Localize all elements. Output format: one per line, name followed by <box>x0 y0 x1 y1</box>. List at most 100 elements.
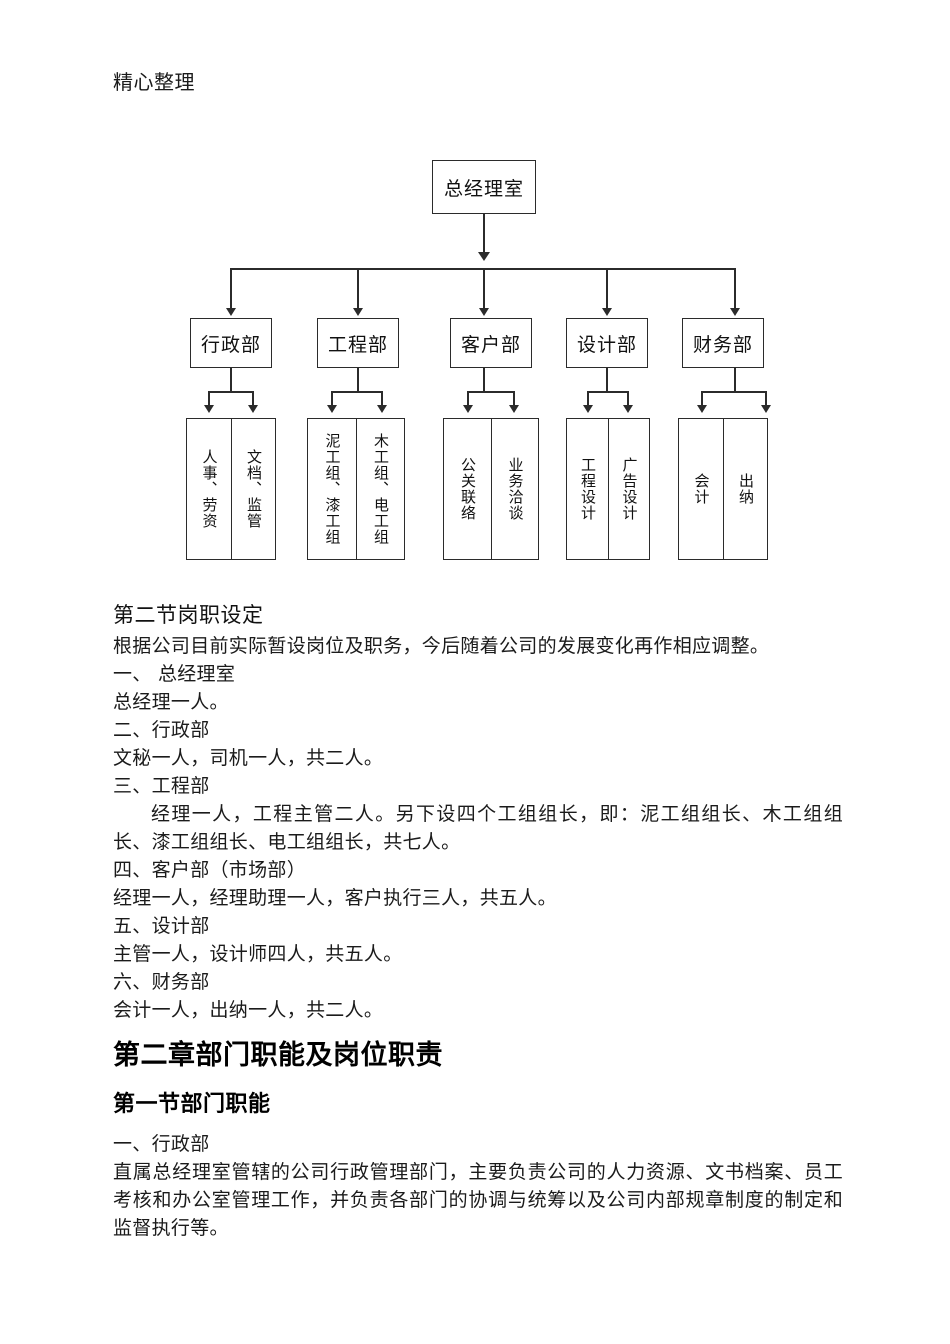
connector-sub-stem-1 <box>230 368 232 392</box>
connector-sub-stem-2 <box>357 368 359 392</box>
org-unit-cell: 广告设计 <box>608 419 649 559</box>
item-heading-3: 三、工程部 <box>113 775 210 797</box>
dept-function-body: 直属总经理室管辖的公司行政管理部门，主要负责公司的人力资源、文书档案、员工考核和… <box>113 1161 843 1239</box>
connector-sub-arrow-4a <box>583 405 593 413</box>
connector-root-arrow <box>478 252 490 261</box>
org-node-dept-1: 行政部 <box>190 318 272 368</box>
org-group-dept-1: 人事、劳资 文档、监管 <box>186 418 276 560</box>
connector-sub-left-2 <box>331 391 333 407</box>
org-node-dept-4-label: 设计部 <box>576 333 637 356</box>
connector-sub-right-2 <box>381 391 383 407</box>
org-unit-cell: 文档、监管 <box>231 419 275 559</box>
org-node-dept-2: 工程部 <box>317 318 399 368</box>
org-unit-cell: 人事、劳资 <box>187 419 231 559</box>
org-unit-cell: 公关联络 <box>444 419 491 559</box>
connector-sub-bus-4 <box>587 391 629 393</box>
subsection-title: 第一节部门职能 <box>113 1092 271 1117</box>
org-unit-label: 广告设计 <box>620 457 639 521</box>
item-heading-2: 二、行政部 <box>113 719 210 741</box>
org-unit-label: 公关联络 <box>459 457 477 521</box>
connector-sub-bus-2 <box>331 391 383 393</box>
item-body-3: 经理一人，工程主管二人。另下设四个工组组长，即：泥工组组长、木工组组长、漆工组组… <box>113 803 843 853</box>
item-heading-4: 四、客户部（市场部） <box>113 859 307 881</box>
org-unit-cell: 木工组、电工组 <box>356 419 404 559</box>
connector-drop-arrow-2 <box>353 308 363 316</box>
org-node-dept-3: 客户部 <box>450 318 532 368</box>
org-unit-label: 人事、劳资 <box>200 449 219 529</box>
connector-sub-right-3 <box>513 391 515 407</box>
org-group-dept-3: 公关联络 业务洽谈 <box>443 418 539 560</box>
org-group-dept-5: 会计 出纳 <box>678 418 768 560</box>
connector-drop-5 <box>734 268 736 310</box>
org-chart: 总经理室 行政部 工程部 客户部 设计部 财务部 <box>0 150 950 570</box>
connector-sub-bus-1 <box>208 391 254 393</box>
org-unit-label: 泥工组、漆工组 <box>323 433 342 545</box>
org-group-dept-2: 泥工组、漆工组 木工组、电工组 <box>307 418 405 560</box>
connector-drop-arrow-5 <box>730 308 740 316</box>
connector-sub-left-5 <box>701 391 703 407</box>
connector-sub-stem-4 <box>606 368 608 392</box>
org-unit-label: 工程设计 <box>579 457 597 521</box>
connector-drop-3 <box>483 268 485 310</box>
org-node-root: 总经理室 <box>432 160 536 214</box>
connector-sub-arrow-2b <box>377 405 387 413</box>
org-unit-label: 业务洽谈 <box>506 457 525 521</box>
connector-sub-right-1 <box>252 391 254 407</box>
connector-sub-arrow-4b <box>623 405 633 413</box>
connector-sub-stem-3 <box>483 368 485 392</box>
connector-sub-left-1 <box>208 391 210 407</box>
org-unit-label: 文档、监管 <box>245 449 263 529</box>
org-node-dept-5-label: 财务部 <box>692 333 753 356</box>
org-group-dept-4: 工程设计 广告设计 <box>566 418 650 560</box>
item-body-1: 总经理一人。 <box>113 691 229 713</box>
item-heading-6: 六、财务部 <box>113 971 210 993</box>
item-body-6: 会计一人，出纳一人，共二人。 <box>113 999 384 1021</box>
item-heading-1: 一、 总经理室 <box>113 663 236 685</box>
connector-sub-arrow-5a <box>697 405 707 413</box>
connector-sub-left-3 <box>467 391 469 407</box>
connector-drop-arrow-3 <box>479 308 489 316</box>
connector-sub-left-4 <box>587 391 589 407</box>
connector-drop-1 <box>230 268 232 310</box>
org-unit-cell: 泥工组、漆工组 <box>308 419 356 559</box>
connector-drop-2 <box>357 268 359 310</box>
connector-sub-arrow-2a <box>327 405 337 413</box>
org-unit-label: 木工组、电工组 <box>372 433 390 545</box>
connector-sub-arrow-3a <box>463 405 473 413</box>
connector-sub-arrow-3b <box>509 405 519 413</box>
connector-sub-bus-5 <box>701 391 767 393</box>
dept-function-heading: 一、行政部 <box>113 1133 210 1155</box>
org-unit-cell: 会计 <box>679 419 723 559</box>
org-unit-label: 出纳 <box>737 473 755 505</box>
item-heading-5: 五、设计部 <box>113 915 210 937</box>
item-body-5: 主管一人，设计师四人，共五人。 <box>113 943 403 965</box>
org-node-dept-1-label: 行政部 <box>200 333 261 356</box>
connector-sub-right-4 <box>627 391 629 407</box>
connector-root-stem <box>483 214 485 254</box>
page-header: 精心整理 <box>113 70 195 94</box>
org-unit-cell: 出纳 <box>723 419 767 559</box>
org-unit-cell: 业务洽谈 <box>491 419 538 559</box>
connector-sub-arrow-1a <box>204 405 214 413</box>
connector-sub-stem-5 <box>734 368 736 392</box>
org-unit-cell: 工程设计 <box>567 419 608 559</box>
item-body-4: 经理一人，经理助理一人，客户执行三人，共五人。 <box>113 887 557 909</box>
org-node-dept-4: 设计部 <box>566 318 648 368</box>
connector-sub-arrow-1b <box>248 405 258 413</box>
connector-sub-bus-3 <box>467 391 515 393</box>
connector-drop-arrow-4 <box>602 308 612 316</box>
connector-sub-arrow-5b <box>761 405 771 413</box>
connector-drop-arrow-1 <box>226 308 236 316</box>
org-node-dept-2-label: 工程部 <box>327 333 388 356</box>
document-body: 第二节岗职设定 根据公司目前实际暂设岗位及职务，今后随着公司的发展变化再作相应调… <box>113 598 843 1242</box>
org-node-dept-5: 财务部 <box>682 318 764 368</box>
item-body-2: 文秘一人，司机一人，共二人。 <box>113 747 384 769</box>
intro-paragraph: 根据公司目前实际暂设岗位及职务，今后随着公司的发展变化再作相应调整。 <box>113 635 770 657</box>
org-node-dept-3-label: 客户部 <box>460 333 521 356</box>
connector-drop-4 <box>606 268 608 310</box>
section-title: 第二节岗职设定 <box>113 603 264 627</box>
connector-sub-right-5 <box>765 391 767 407</box>
org-node-root-label: 总经理室 <box>443 177 524 200</box>
org-unit-label: 会计 <box>692 473 711 505</box>
